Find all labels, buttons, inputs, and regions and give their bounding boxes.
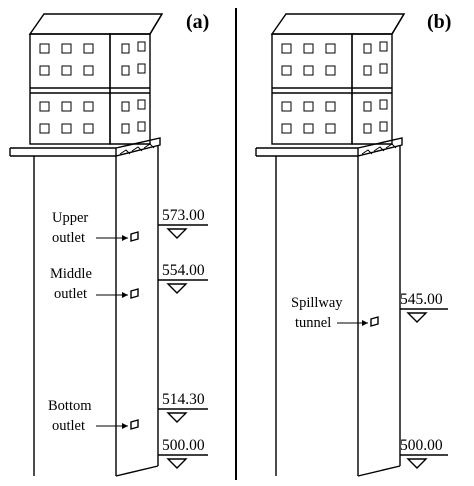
panel-a-base-elevation: 500.00 xyxy=(162,437,205,454)
middle-water-level-icon xyxy=(166,283,188,294)
panel-b-base-level-icon xyxy=(406,458,428,469)
panel-b-base: 500.00 xyxy=(400,437,448,469)
panel-a: (a) xyxy=(9,11,209,477)
middle-outlet-elevation: 554.00 xyxy=(162,262,205,279)
spillway-tunnel-label-line2: tunnel xyxy=(295,315,331,331)
bottom-outlet-elevation: 514.30 xyxy=(162,391,205,408)
spillway-tunnel: Spillway tunnel 545.00 xyxy=(291,291,448,331)
middle-outlet-opening xyxy=(130,288,139,299)
upper-water-level-icon xyxy=(166,228,188,239)
panel-b-base-elevation: 500.00 xyxy=(400,437,443,454)
panel-a-base-level-icon xyxy=(166,458,188,469)
bottom-water-level-icon xyxy=(166,412,188,423)
spillway-water-level-icon xyxy=(406,312,428,323)
bottom-outlet-label-line2: outlet xyxy=(52,418,85,434)
panel-a-building xyxy=(9,13,164,157)
middle-outlet-label-line2: outlet xyxy=(54,286,87,302)
panel-b-building xyxy=(255,13,406,157)
spillway-tunnel-elevation: 545.00 xyxy=(400,291,443,308)
bottom-outlet-opening xyxy=(130,419,139,430)
upper-outlet-label-line2: outlet xyxy=(52,230,85,246)
bottom-outlet-label-line1: Bottom xyxy=(48,398,92,414)
panel-a-label: (a) xyxy=(186,11,209,33)
panel-b: (b) S xyxy=(255,11,451,477)
upper-outlet-opening xyxy=(130,231,139,242)
panel-a-tower xyxy=(33,145,159,477)
middle-outlet-label-line1: Middle xyxy=(50,266,92,282)
spillway-tunnel-opening xyxy=(370,316,379,327)
spillway-tunnel-label-line1: Spillway xyxy=(291,295,343,311)
panel-b-tower xyxy=(275,145,401,477)
upper-outlet-elevation: 573.00 xyxy=(162,207,205,224)
bottom-outlet: Bottom outlet 514.30 xyxy=(48,391,208,434)
panel-b-label: (b) xyxy=(427,11,451,33)
panel-a-base: 500.00 xyxy=(158,437,208,469)
upper-outlet-label-line1: Upper xyxy=(52,210,88,226)
upper-outlet: Upper outlet 573.00 xyxy=(52,207,208,246)
middle-outlet: Middle outlet 554.00 xyxy=(50,262,208,302)
